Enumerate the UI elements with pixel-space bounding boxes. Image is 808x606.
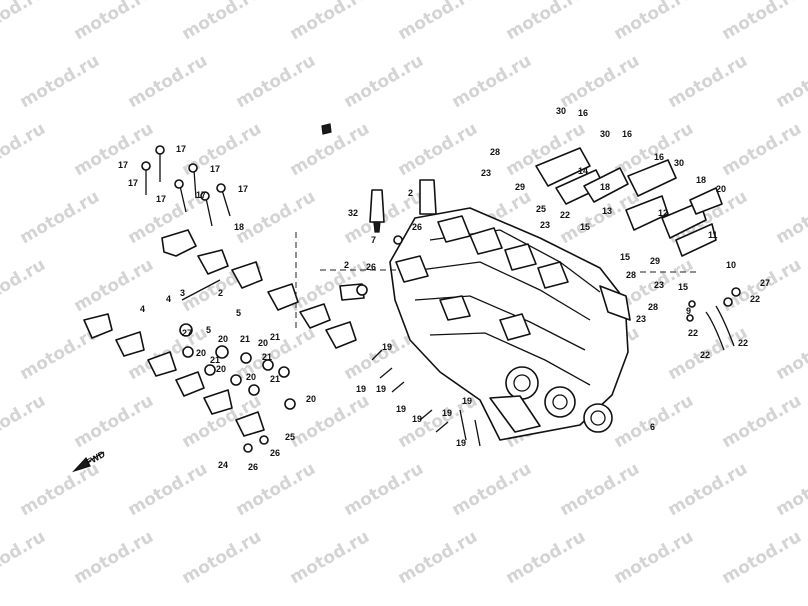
cam-chain-guide	[686, 287, 741, 351]
head-bolts	[141, 145, 481, 447]
part-number-label: 19	[396, 404, 406, 414]
part-number-label: 20	[246, 372, 256, 382]
misc-fittings	[321, 123, 437, 301]
rocker-arms	[83, 229, 357, 437]
part-number-label: 19	[412, 414, 422, 424]
part-number-label: 30	[556, 106, 566, 116]
part-number-label: 27	[760, 278, 770, 288]
part-number-label: 17	[156, 194, 166, 204]
part-number-label: 23	[481, 168, 491, 178]
part-number-label: 22	[738, 338, 748, 348]
part-number-label: 18	[696, 175, 706, 185]
front-arrow-label: FWD	[84, 449, 107, 468]
part-number-label: 5	[206, 325, 211, 335]
part-number-label: 13	[602, 206, 612, 216]
part-number-label: 9	[686, 306, 691, 316]
part-number-label: 20	[716, 184, 726, 194]
part-number-label: 22	[560, 210, 570, 220]
part-number-label: 28	[490, 147, 500, 157]
part-number-label: 15	[580, 222, 590, 232]
part-number-label: 20	[258, 338, 268, 348]
part-number-label: 30	[674, 158, 684, 168]
part-number-label: 22	[750, 294, 760, 304]
part-number-label: 30	[600, 129, 610, 139]
part-number-label: 21	[240, 334, 250, 344]
camshaft-journals	[395, 215, 569, 341]
part-number-label: 17	[128, 178, 138, 188]
part-number-label: 22	[688, 328, 698, 338]
part-number-label: 20	[216, 364, 226, 374]
valve-retainers	[179, 323, 296, 453]
part-number-label: 27	[182, 328, 192, 338]
part-number-label: 16	[578, 108, 588, 118]
part-number-label: 26	[366, 262, 376, 272]
part-number-label: 17	[196, 190, 206, 200]
part-number-label: 29	[515, 182, 525, 192]
part-number-label: 15	[678, 282, 688, 292]
part-number-label: 21	[270, 374, 280, 384]
part-number-label: 26	[248, 462, 258, 472]
part-number-label: 6	[650, 422, 655, 432]
part-number-label: 3	[180, 288, 185, 298]
part-number-label: 23	[540, 220, 550, 230]
part-number-label: 15	[620, 252, 630, 262]
part-number-label: 25	[285, 432, 295, 442]
assembly-guides	[295, 232, 700, 330]
part-number-label: 16	[654, 152, 664, 162]
part-number-label: 21	[262, 352, 272, 362]
spark-plug	[369, 189, 385, 233]
part-number-label: 28	[648, 302, 658, 312]
front-arrow	[72, 451, 105, 473]
part-number-label: 12	[658, 208, 668, 218]
part-number-label: 23	[636, 314, 646, 324]
part-number-label: 17	[176, 144, 186, 154]
rocker-shafts	[535, 147, 723, 257]
part-number-label: 4	[140, 304, 145, 314]
part-number-label: 20	[196, 348, 206, 358]
part-number-label: 28	[626, 270, 636, 280]
part-number-label: 29	[650, 256, 660, 266]
part-number-label: 20	[218, 334, 228, 344]
part-number-label: 18	[234, 222, 244, 232]
part-number-label: 26	[412, 222, 422, 232]
part-number-label: 19	[376, 384, 386, 394]
part-number-label: 19	[382, 342, 392, 352]
part-number-label: 7	[371, 235, 376, 245]
part-number-label: 19	[442, 408, 452, 418]
part-number-label: 17	[238, 184, 248, 194]
part-number-label: 18	[600, 182, 610, 192]
part-number-label: 16	[622, 129, 632, 139]
part-number-label: 32	[348, 208, 358, 218]
part-number-label: 2	[218, 288, 223, 298]
part-number-label: 17	[210, 164, 220, 174]
part-number-label: 5	[236, 308, 241, 318]
part-number-label: 21	[270, 332, 280, 342]
part-number-label: 10	[726, 260, 736, 270]
part-number-label: 2	[408, 188, 413, 198]
part-number-label: 22	[700, 350, 710, 360]
part-number-label: 4	[166, 294, 171, 304]
part-number-label: 24	[218, 460, 228, 470]
part-number-label: 20	[306, 394, 316, 404]
part-number-label: 19	[356, 384, 366, 394]
part-number-label: 26	[270, 448, 280, 458]
part-number-label: 19	[462, 396, 472, 406]
part-number-label: 23	[654, 280, 664, 290]
part-number-label: 25	[536, 204, 546, 214]
part-number-label: 21	[210, 355, 220, 365]
part-number-label: 2	[344, 260, 349, 270]
part-number-label: 11	[708, 230, 718, 240]
part-number-label: 17	[118, 160, 128, 170]
part-number-label: 14	[578, 166, 588, 176]
part-number-label: 19	[456, 438, 466, 448]
